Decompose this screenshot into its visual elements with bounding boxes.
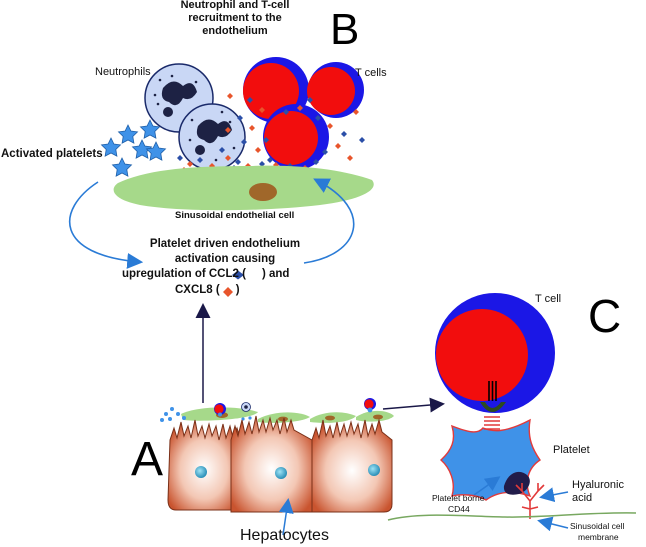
cxcl8-particle: [297, 105, 303, 111]
activated-platelet-star: [145, 141, 167, 161]
activated-platelet-star: [111, 157, 133, 177]
activation-line-3-post: ) and: [261, 268, 290, 280]
hepatocytes-label: Hepatocytes: [240, 527, 329, 544]
sinusoidal-endothelial-cell-label: Sinusoidal endothelial cell: [175, 210, 295, 221]
mini-endothelium-row: [181, 407, 394, 423]
ccl2-particle: [259, 161, 265, 167]
t-cell-3: [263, 104, 329, 170]
activated-platelet-star: [100, 137, 122, 157]
activated-platelet-star: [117, 124, 139, 144]
membrane-label-2: membrane: [578, 532, 619, 542]
mini-t-cell-right: [364, 398, 376, 413]
cd44-label-2: CD44: [448, 504, 470, 514]
activation-line-1: Platelet driven endothelium: [149, 238, 301, 250]
panel-label-b: B: [330, 5, 360, 54]
ccl2-particle: [359, 137, 365, 143]
cd44-arrow: [473, 476, 501, 496]
activated-platelets: [100, 119, 167, 177]
sinusoidal-cell-membrane: [387, 512, 637, 521]
activated-platelets-label: Activated platelets: [1, 148, 103, 160]
activation-line-2: activation causing: [174, 253, 276, 265]
cxcl8-particle: [225, 127, 231, 133]
hyaluronic-acid-label-1: Hyaluronic: [572, 479, 624, 491]
ccl2-particle: [341, 131, 347, 137]
activation-line-3: upregulation of CCL2 ( ) and: [122, 268, 289, 281]
cxcl8-particle: [327, 123, 333, 129]
cd44-receptor: [503, 471, 530, 495]
cxcl8-particle: [249, 125, 255, 131]
hyaluronic-acid-label-2: acid: [572, 492, 593, 504]
cxcl8-particle: [225, 155, 231, 161]
ccl2-particle: [263, 137, 269, 143]
hyaluronic-acid-branches: [515, 483, 545, 519]
ccl2-particle: [197, 157, 203, 163]
membrane-label-1: Sinusoidal cell: [570, 521, 625, 531]
title-line-2: recruitment to the: [188, 12, 282, 24]
mini-t-cell-left: [214, 403, 226, 417]
activated-platelet-star: [131, 139, 153, 159]
legend-ccl2-icon: [232, 270, 244, 280]
ccl2-particle: [241, 139, 247, 145]
ccl2-particle: [313, 159, 319, 165]
activation-line-3-pre: upregulation of CCL2 (: [122, 268, 246, 280]
cxcl8-particle: [353, 109, 359, 115]
ccl2-particle: [219, 147, 225, 153]
ccl2-particle: [177, 155, 183, 161]
receptor-binding-site: [488, 381, 497, 401]
cxcl8-particle: [255, 147, 261, 153]
neutrophils-label: Neutrophils: [95, 66, 151, 78]
platelet-label: Platelet: [553, 444, 590, 456]
activation-line-4-pre: CXCL8 (: [175, 284, 220, 296]
ccl2-particle: [322, 149, 328, 155]
integrin-cup: [480, 402, 506, 412]
ccl2-particle: [235, 159, 241, 165]
cxcl8-particle: [335, 143, 341, 149]
red-coil-ligand: [484, 416, 500, 430]
activation-line-4: CXCL8 (): [175, 284, 240, 297]
hepatocytes-arrow: [278, 498, 294, 536]
mini-neutrophil: [241, 402, 251, 412]
t-cell-large: [435, 293, 555, 413]
activated-platelet-star: [139, 119, 161, 139]
t-cell-label: T cell: [535, 293, 562, 305]
panel-label-c: C: [588, 290, 622, 342]
ccl2-particle: [307, 97, 313, 103]
ccl2-particle: [237, 115, 243, 121]
hepatocyte-cells: [167, 415, 393, 513]
title-line-3: endothelium: [202, 25, 268, 37]
cxcl8-particle: [187, 161, 193, 167]
title-line-1: Neutrophil and T-cell: [180, 0, 290, 11]
ccl2-particle: [315, 115, 321, 121]
t-cell-2: [307, 62, 364, 118]
feedback-arrows: [68, 178, 355, 269]
t-cells-label: T cells: [355, 67, 387, 79]
arrow-a-to-c: [382, 397, 445, 413]
sinusoidal-endothelial-cell: [113, 165, 374, 211]
hyaluronic-arrow: [539, 487, 569, 503]
membrane-arrow: [537, 516, 569, 532]
legend-cxcl8-icon: [223, 287, 233, 297]
activation-line-4-post: ): [235, 284, 240, 296]
cxcl8-particle: [347, 155, 353, 161]
cxcl8-particle: [259, 107, 265, 113]
panel-label-a: A: [131, 433, 164, 486]
cd44-label-1: Platelet borne: [432, 493, 485, 503]
ccl2-particle: [267, 157, 273, 163]
cxcl8-particle: [227, 93, 233, 99]
ccl2-particle: [247, 97, 253, 103]
neutrophil-cell-2: [178, 103, 246, 171]
ccl2-particle: [283, 109, 289, 115]
mini-platelet-dots: [160, 407, 252, 422]
